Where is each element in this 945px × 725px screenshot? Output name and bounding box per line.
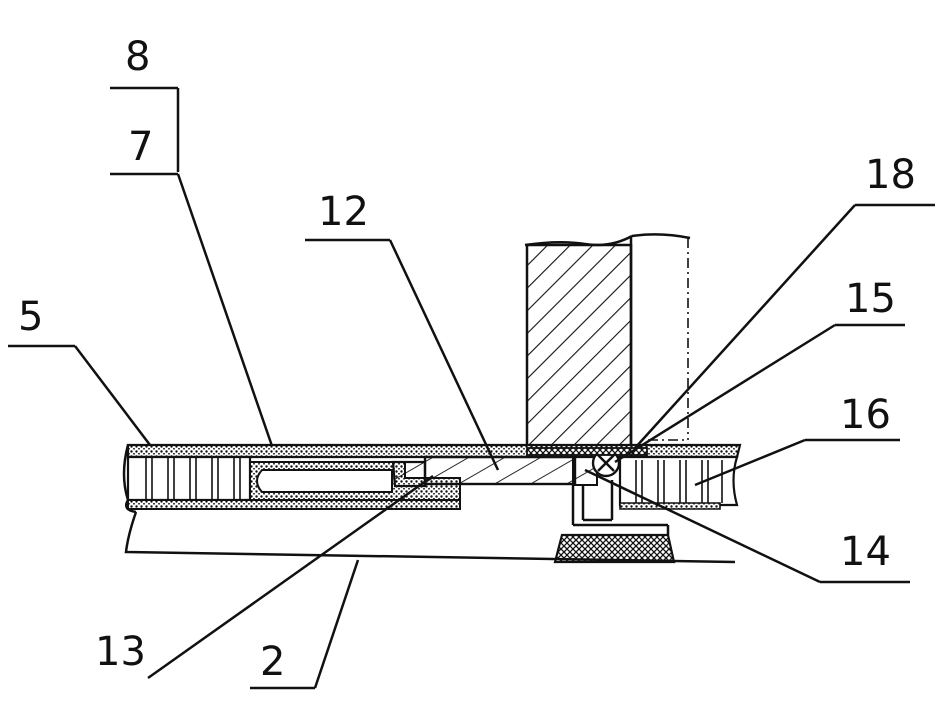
- label-2: 2: [260, 639, 285, 685]
- honeycomb-core-right: [618, 455, 739, 510]
- label-13: 13: [95, 629, 146, 675]
- label-7: 7: [128, 124, 153, 170]
- foot-pad: [553, 533, 676, 564]
- label-16: 16: [840, 392, 891, 438]
- floor-line: [124, 511, 736, 564]
- label-14: 14: [840, 529, 891, 575]
- label-12: 12: [318, 189, 369, 235]
- label-5: 5: [18, 294, 43, 340]
- seal-strip-18: [526, 447, 648, 456]
- label-15: 15: [845, 276, 896, 322]
- honeycomb-core-left: [126, 455, 252, 502]
- leader-lines: [8, 86, 935, 690]
- top-face-sheet: [126, 443, 742, 459]
- label-18: 18: [865, 152, 916, 198]
- vertical-pillar: [524, 233, 691, 450]
- insert-sleeve: [249, 461, 461, 501]
- plug-13: [391, 460, 427, 488]
- label-8: 8: [125, 34, 150, 80]
- rod-12: [423, 455, 577, 486]
- callout-labels: 8 7 5 12 18 15 16 14 13 2: [18, 34, 916, 685]
